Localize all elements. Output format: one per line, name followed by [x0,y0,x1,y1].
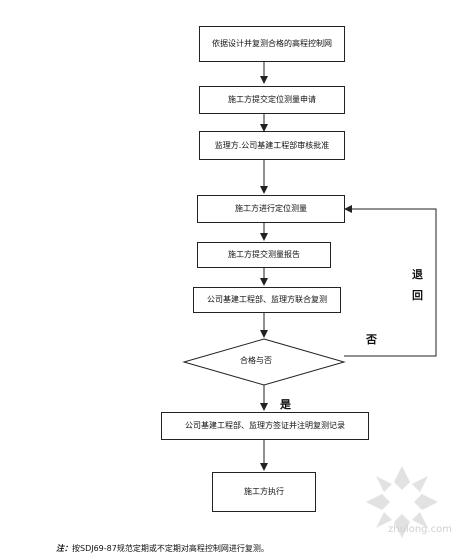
step-positioning-survey: 施工方进行定位测量 [197,195,345,223]
step-construction-execute: 施工方执行 [212,472,316,512]
step-sign-record: 公司基建工程部、监理方签证并注明复测记录 [161,412,369,440]
step-review-approval: 监理方.公司基建工程部审核批准 [199,131,345,160]
retreat-label-2: 回 [412,289,423,302]
decision-text: 合格与否 [240,356,272,365]
step-design-control-network: 依据设计并复测合格的高程控制网 [199,26,345,62]
step-joint-recheck: 公司基建工程部、监理方联合复测 [193,287,341,313]
step-submit-positioning-request: 施工方提交定位测量申请 [199,86,345,114]
watermark-logo-icon [366,466,438,538]
footnote: 注：按SDJ69-87规范定期或不定期对高程控制网进行复测。 [56,543,269,554]
loop-back-line [344,205,437,357]
footnote-prefix: 注： [56,544,72,553]
footnote-text: 按SDJ69-87规范定期或不定期对高程控制网进行复测。 [72,544,269,553]
watermark-text: zhulong.com [388,524,453,535]
retreat-label-1: 退 [412,268,423,281]
no-label: 否 [366,333,377,346]
step-submit-survey-report: 施工方提交测量报告 [197,242,331,268]
yes-label: 是 [280,398,291,411]
